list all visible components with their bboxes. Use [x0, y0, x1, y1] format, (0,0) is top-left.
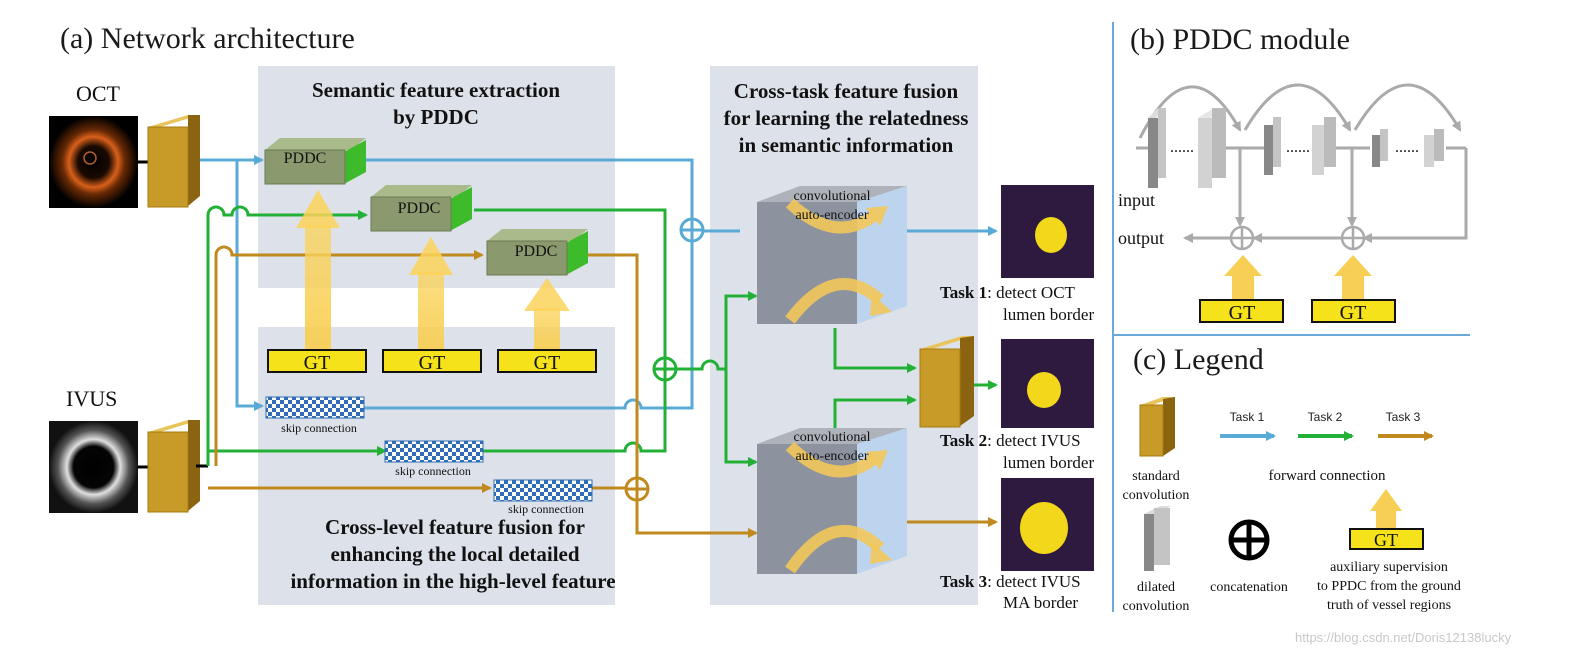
legend-standard-conv-icon — [1139, 397, 1175, 457]
legend-aux-label-3: truth of vessel regions — [1327, 598, 1451, 613]
legend-gt-box — [1349, 528, 1424, 550]
auto-encoder-1-label-line2: auto-encoder — [795, 208, 868, 223]
concat-gold — [624, 476, 650, 502]
green-connections — [206, 205, 998, 467]
ivus-label: IVUS — [66, 386, 117, 411]
blue-connections — [200, 155, 998, 411]
pddc-dots-3: ...... — [1395, 139, 1419, 156]
crosslevel-heading-line3: information in the high-level feature — [290, 569, 615, 593]
pddc-gt-arrow-2 — [1334, 255, 1372, 300]
skip-connection-3-label: skip connection — [508, 502, 584, 516]
legend-aux-label-1: auxiliary supervision — [1330, 560, 1448, 575]
pddc-gt-box-2-label: GT — [1340, 302, 1367, 324]
skip-connection-3 — [493, 479, 593, 502]
gt-arrow-3 — [524, 278, 570, 350]
semantic-heading-line2: by PDDC — [393, 105, 479, 129]
watermark: https://blog.csdn.net/Doris12138lucky — [1295, 630, 1512, 645]
panel-b-title: (b) PDDC module — [1130, 23, 1350, 56]
task1-output-image — [1001, 185, 1094, 278]
auto-encoder-2-label-line2: auto-encoder — [795, 449, 868, 464]
crosstask-heading-line1: Cross-task feature fusion — [734, 79, 959, 103]
pddc-block-3-label: PDDC — [515, 243, 558, 260]
legend-dilated-label-2: convolution — [1123, 599, 1190, 614]
crosstask-heading-line2: for learning the relatedness — [724, 106, 969, 130]
legend-forward-label: forward connection — [1268, 468, 1386, 484]
pddc-output-label: output — [1118, 228, 1164, 248]
ivus-standard-conv — [147, 420, 200, 513]
crosstask-heading-line3: in semantic information — [739, 133, 954, 157]
legend-standard-label-2: convolution — [1123, 488, 1190, 503]
legend-concat-icon — [1228, 519, 1270, 561]
gt-box-3 — [497, 349, 597, 373]
skip-connection-1-label: skip connection — [281, 421, 357, 435]
legend-dilated-conv-icon — [1144, 506, 1171, 571]
pddc-module-flow — [1136, 83, 1468, 243]
panel-a-title: (a) Network architecture — [60, 22, 355, 55]
gold-connections — [208, 245, 998, 538]
legend-standard-label-1: standard — [1132, 469, 1179, 484]
pddc-gt-arrow-1 — [1224, 255, 1262, 300]
gt-box-3-label: GT — [534, 352, 561, 374]
pddc-gt-box-1-label: GT — [1229, 302, 1256, 324]
auto-encoder-1-label-line1: convolutional — [794, 189, 871, 204]
legend-task1-label: Task 1 — [1230, 410, 1265, 424]
legend-task3-label: Task 3 — [1386, 410, 1421, 424]
legend-task2-label: Task 2 — [1308, 410, 1343, 424]
fusion-standard-conv — [919, 336, 974, 428]
ivus-input-image — [49, 421, 138, 513]
pddc-dilated-conv-group-2 — [1264, 117, 1336, 175]
pddc-block-1 — [264, 138, 366, 185]
auto-encoder-1 — [757, 186, 907, 324]
pddc-gt-box-1 — [1199, 299, 1284, 323]
pddc-dilated-conv-group-1 — [1148, 108, 1226, 188]
skip-connection-1 — [265, 396, 365, 419]
pddc-gt-box-2 — [1311, 299, 1396, 323]
gt-arrow-2 — [409, 237, 453, 350]
cross-level-fusion-panel — [258, 327, 615, 605]
legend-aux-label-2: to PPDC from the ground — [1317, 579, 1461, 594]
pddc-module-concat-1 — [1229, 225, 1255, 251]
legend-concat-label: concatenation — [1210, 580, 1288, 595]
gt-box-2 — [382, 349, 482, 373]
legend-dilated-label-1: dilated — [1137, 580, 1175, 595]
skip-connection-2 — [384, 440, 484, 463]
oct-standard-conv — [147, 115, 200, 208]
task3-desc: MA border — [1003, 593, 1078, 612]
task3-label: Task 3: detect IVUS — [940, 572, 1081, 591]
pddc-dilated-conv-group-3 — [1372, 129, 1444, 167]
task3-output-image — [1001, 478, 1094, 571]
gt-box-1-label: GT — [304, 352, 331, 374]
pddc-block-2-label: PDDC — [398, 200, 441, 217]
pddc-block-1-label: PDDC — [284, 150, 327, 167]
semantic-heading-line1: Semantic feature extraction — [312, 78, 560, 102]
task2-label: Task 2: detect IVUS — [940, 431, 1081, 450]
pddc-block-2 — [370, 185, 472, 232]
gt-box-1 — [267, 349, 367, 373]
concat-green — [652, 356, 678, 382]
task2-output-image — [1001, 339, 1094, 428]
oct-label: OCT — [76, 81, 121, 106]
crosslevel-heading-line2: enhancing the local detailed — [330, 542, 579, 566]
crosslevel-heading-line1: Cross-level feature fusion for — [325, 515, 585, 539]
concat-blue — [679, 217, 705, 243]
auto-encoder-2 — [757, 428, 907, 574]
gt-box-2-label: GT — [419, 352, 446, 374]
legend-gt-arrow — [1370, 489, 1402, 529]
gt-arrow-1 — [296, 190, 340, 350]
pddc-input-label: input — [1118, 190, 1155, 210]
task2-desc: lumen border — [1003, 453, 1094, 472]
pddc-dots-2: ...... — [1286, 139, 1310, 156]
auto-encoder-2-label-line1: convolutional — [794, 430, 871, 445]
legend-gt-box-label: GT — [1374, 530, 1398, 550]
panel-c-title: (c) Legend — [1133, 343, 1264, 376]
task1-label: Task 1: detect OCT — [940, 283, 1076, 302]
pddc-block-3 — [486, 229, 588, 276]
skip-connection-2-label: skip connection — [395, 464, 471, 478]
pddc-dots-1: ...... — [1170, 139, 1194, 156]
task1-desc: lumen border — [1003, 305, 1094, 324]
pddc-module-concat-2 — [1340, 225, 1366, 251]
